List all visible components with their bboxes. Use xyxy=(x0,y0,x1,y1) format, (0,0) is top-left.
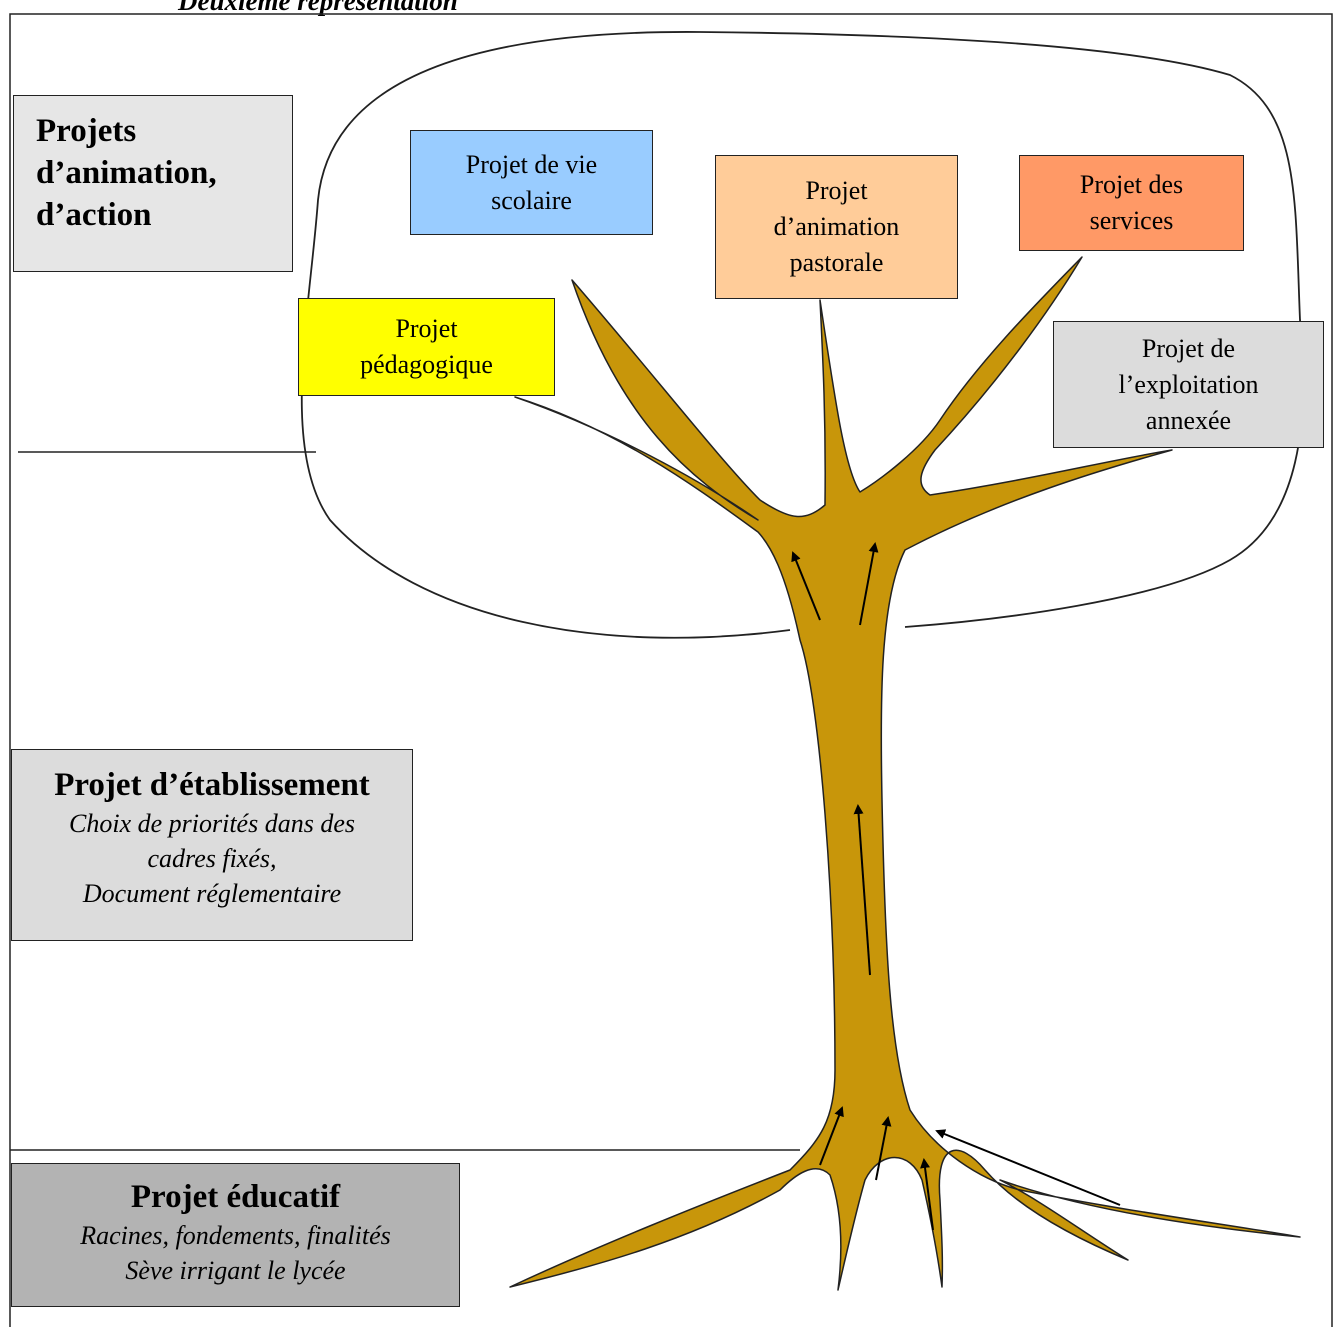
branch-label-line: l’exploitation xyxy=(1118,369,1259,399)
page-heading: Deuxième représentation xyxy=(178,0,458,16)
sap-arrow xyxy=(935,1129,1121,1206)
branch-label-line: scolaire xyxy=(491,185,572,215)
branch-pastorale-box: Projet d’animation pastorale xyxy=(715,155,958,299)
sap-arrow xyxy=(853,804,871,976)
sap-arrow xyxy=(791,551,821,621)
level-etablissement-subtitle: cadres fixés, xyxy=(147,844,277,873)
level-etablissement-title: Projet d’établissement xyxy=(54,767,370,803)
level-educatif-subtitle: Racines, fondements, finalités xyxy=(80,1221,391,1250)
level-etablissement-subtitle: Choix de priorités dans des xyxy=(69,809,355,838)
branch-vie-scolaire-box: Projet de vie scolaire xyxy=(410,130,653,235)
branch-label-line: pédagogique xyxy=(360,350,493,379)
level-animation-line: d’animation, xyxy=(36,155,217,191)
level-animation-line: d’action xyxy=(36,197,152,233)
branch-label-line: d’animation xyxy=(773,212,900,241)
branch-label-line: Projet xyxy=(805,176,868,205)
sap-arrow xyxy=(920,1158,934,1231)
level-educatif-title: Projet éducatif xyxy=(130,1179,341,1215)
level-animation-line: Projets xyxy=(36,113,137,149)
branch-label-line: services xyxy=(1089,206,1174,235)
branch-label-line: Projet de xyxy=(1141,333,1236,363)
branch-label-line: annexée xyxy=(1145,405,1232,435)
sap-arrow xyxy=(819,1106,844,1166)
branch-services-box: Projet des services xyxy=(1019,155,1244,251)
branch-label-line: Projet des xyxy=(1079,170,1184,199)
level-educatif-subtitle: Sève irrigant le lycée xyxy=(125,1256,346,1285)
level-educatif-box: Projet éducatif Racines, fondements, fin… xyxy=(11,1163,460,1307)
branch-exploitation-box: Projet de l’exploitation annexée xyxy=(1053,321,1324,448)
branch-label-line: Projet de vie xyxy=(465,149,598,179)
level-etablissement-subtitle: Document réglementaire xyxy=(82,879,342,908)
tree-trunk xyxy=(509,256,1301,1291)
level-animation-box: Projets d’animation, d’action xyxy=(13,95,293,272)
tree-crown-outline xyxy=(300,31,1305,639)
branch-label-line: pastorale xyxy=(789,248,884,277)
level-etablissement-box: Projet d’établissement Choix de priorité… xyxy=(11,749,413,941)
page-frame xyxy=(9,13,1333,1327)
branch-pedagogique-box: Projet pédagogique xyxy=(298,298,555,396)
sap-arrow xyxy=(859,542,879,626)
branch-label-line: Projet xyxy=(395,314,458,343)
sap-arrow xyxy=(875,1116,892,1181)
